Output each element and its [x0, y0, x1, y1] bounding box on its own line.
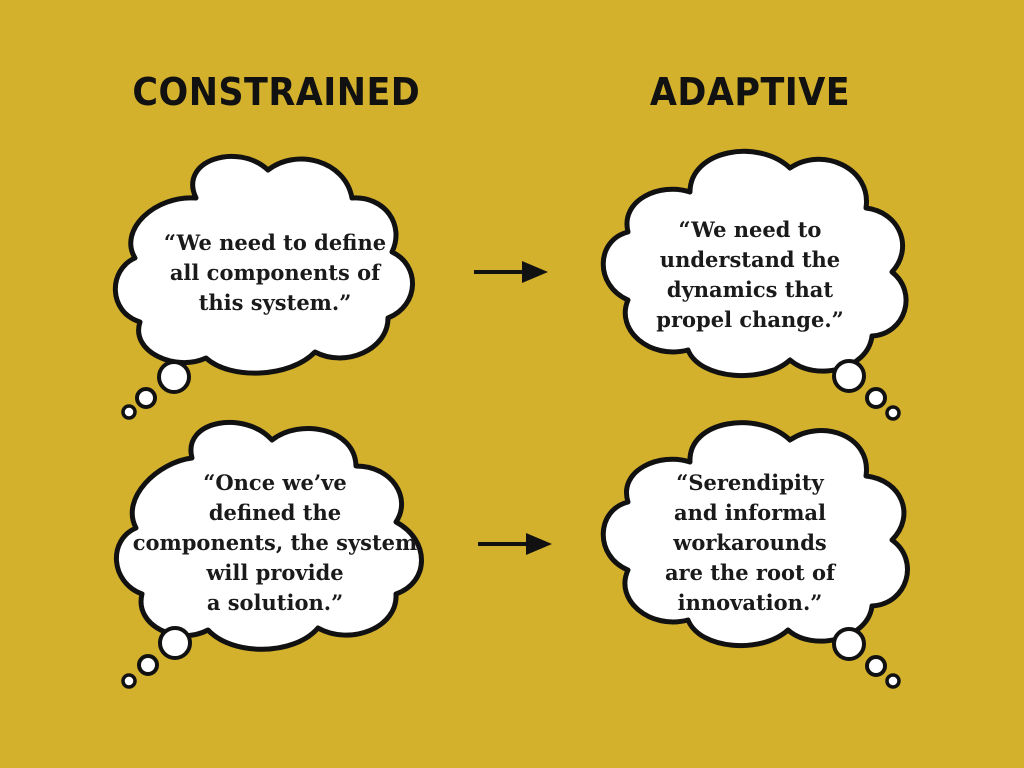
- right-arrow-icon: [478, 533, 552, 555]
- quote-serendipity-innovation: “Serendipity and informal workarounds ar…: [664, 470, 836, 615]
- constrained-heading: CONSTRAINED: [132, 70, 421, 114]
- adaptive-heading: ADAPTIVE: [649, 70, 851, 114]
- quote-define-components: “We need to define all components of thi…: [163, 230, 387, 315]
- quote-system-solution: “Once we’ve defined the components, the …: [132, 470, 418, 615]
- right-arrow-icon: [474, 261, 548, 283]
- quote-understand-dynamics: “We need to understand the dynamics that…: [656, 217, 844, 332]
